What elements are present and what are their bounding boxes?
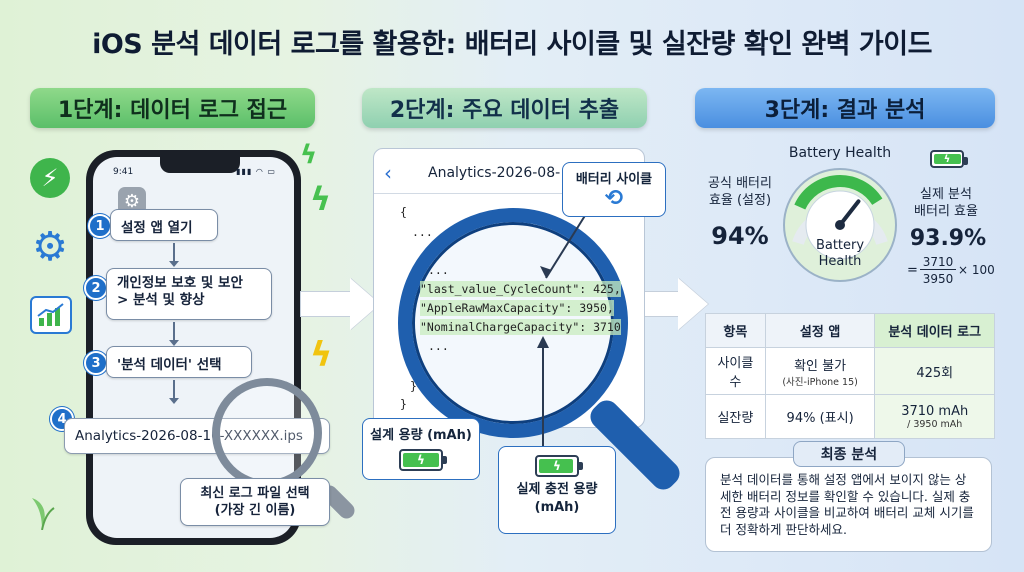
step-select-analytics-data[interactable]: '분석 데이터' 선택 (106, 346, 252, 378)
bolt-icon: ϟ (300, 140, 318, 170)
flow-arrow (169, 380, 179, 404)
latest-log-callout: 최신 로그 파일 선택 (가장 긴 이름) (180, 478, 330, 526)
divider (374, 193, 644, 194)
chart-icon (30, 296, 72, 334)
formula-multiplier: × 100 (958, 263, 995, 277)
step-number-1: 1 (88, 214, 112, 238)
official-efficiency-value: 94% (711, 222, 769, 250)
page-title: iOS 분석 데이터 로그를 활용한: 배터리 사이클 및 실잔량 확인 완벽 … (92, 29, 932, 60)
leaf-icon (28, 490, 56, 531)
code-brace-close: } (400, 397, 407, 411)
code-ellipsis: ... (428, 339, 449, 353)
formula-denominator: 3950 (922, 272, 954, 286)
table-cell: 94% (표시) (764, 394, 876, 439)
code-ellipsis: ... (412, 225, 433, 239)
table-cell: 425회 (874, 347, 995, 395)
comparison-table: 항목 설정 앱 분석 데이터 로그 사이클 수 확인 불가 (사진-iPhone … (705, 313, 995, 439)
cell-note: (사진-iPhone 15) (782, 376, 858, 388)
final-analysis-box: 분석 데이터를 통해 설정 앱에서 보이지 않는 상세한 배터리 정보를 확인할… (705, 457, 992, 552)
step2-heading: 2단계: 주요 데이터 추출 (362, 88, 647, 128)
phone-notch (160, 157, 240, 173)
code-nominal-charge-capacity: "NominalChargeCapacity": 3710 (420, 319, 621, 335)
table-cell: 사이클 수 (705, 347, 766, 395)
gauge-title: Battery Health (788, 145, 892, 161)
code-cycle-count: "last_value_CycleCount": 425, (420, 281, 621, 297)
magnifier-lens-small (212, 378, 322, 488)
gauge-center-label: Battery Health (815, 238, 865, 269)
official-efficiency-label: 공식 배터리 효율 (설정) (708, 176, 772, 208)
cell-value: 확인 불가 (794, 358, 847, 374)
code-brace-close: } (410, 379, 417, 393)
step-number-3: 3 (84, 351, 108, 375)
table-header: 분석 데이터 로그 (874, 313, 995, 348)
formula-equals: = (907, 263, 918, 278)
battery-icon-top: ϟ (930, 150, 968, 168)
step-number-2: 2 (84, 276, 108, 300)
cell-value: 3710 mAh (901, 403, 969, 419)
design-capacity-tag: 설계 용량 (mAh) ϟ (362, 418, 480, 480)
step-open-settings[interactable]: 설정 앱 열기 (110, 209, 218, 241)
step1-heading: 1단계: 데이터 로그 접근 (30, 88, 315, 128)
battery-icon: ϟ (399, 449, 447, 471)
cycle-icon: ⟲ (604, 186, 624, 211)
flow-arrow (169, 322, 179, 346)
flow-arrow-1-2 (300, 278, 380, 330)
table-cell: 3710 mAh/ 3950 mAh (874, 394, 995, 439)
battery-icon: ϟ (535, 455, 583, 477)
actual-efficiency-label: 실제 분석 배터리 효율 (914, 187, 978, 219)
actual-capacity-tag: ϟ 실제 충전 용량 (mAh) (498, 446, 616, 534)
step3-heading: 3단계: 결과 분석 (695, 88, 995, 128)
comparison-table-wrap: 항목 설정 앱 분석 데이터 로그 사이클 수 확인 불가 (사진-iPhone … (705, 313, 995, 439)
cell-note: / 3950 mAh (907, 418, 963, 430)
bolt-icon: ϟ (310, 335, 333, 375)
status-bar-icons: ▮▮▮ ◠ ▭ (236, 167, 276, 176)
actual-efficiency-value: 93.9% (909, 226, 987, 251)
code-ellipsis: ... (428, 263, 449, 277)
final-analysis-text: 분석 데이터를 통해 설정 앱에서 보이지 않는 상세한 배터리 정보를 확인할… (720, 472, 974, 537)
bolt-circle-icon: ⚡ (30, 158, 70, 198)
cycle-tag-label: 배터리 사이클 (575, 172, 653, 187)
table-cell: 실잔량 (705, 394, 766, 439)
cycle-tag: 배터리 사이클 ⟲ (562, 162, 666, 217)
gear-icon: ⚙ (32, 224, 68, 270)
actual-capacity-label: 실제 충전 용량 (mAh) (516, 482, 598, 515)
flow-arrow-2-3 (638, 278, 708, 330)
code-raw-max-capacity: "AppleRawMaxCapacity": 3950, (420, 300, 614, 316)
table-cell: 확인 불가 (사진-iPhone 15) (764, 347, 876, 395)
table-header: 항목 (705, 313, 766, 348)
design-capacity-label: 설계 용량 (mAh) (370, 428, 472, 443)
formula-numerator: 3710 (920, 255, 956, 270)
table-header: 설정 앱 (764, 313, 876, 348)
final-analysis-tag: 최종 분석 (793, 441, 905, 467)
back-chevron-icon[interactable]: ‹ (384, 161, 392, 185)
battery-health-gauge (783, 168, 897, 282)
phone-time: 9:41 (113, 167, 134, 177)
step-privacy-analytics[interactable]: 개인정보 보호 및 보안 > 분석 및 향상 (106, 268, 272, 320)
log-file-title: Analytics-2026-08- (428, 165, 561, 181)
flow-arrow (169, 243, 179, 267)
bolt-icon: ϟ (310, 180, 332, 218)
code-brace-open: { (400, 205, 407, 219)
